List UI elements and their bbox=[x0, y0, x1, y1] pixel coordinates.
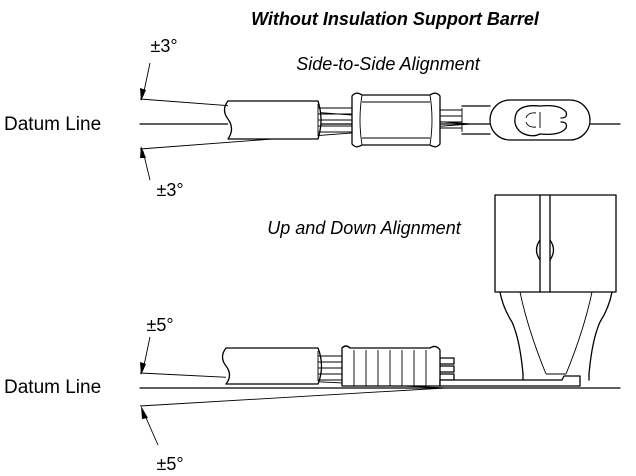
bottom-upper-tolerance-label: ±5° bbox=[146, 315, 173, 335]
top-upper-tolerance-arrow bbox=[140, 62, 151, 101]
bottom-crimp-barrel bbox=[341, 345, 441, 387]
bottom-lower-tolerance-line bbox=[139, 387, 446, 407]
bottom-datum-label: Datum Line bbox=[4, 377, 101, 398]
top-wire-strands bbox=[318, 107, 463, 133]
bottom-lower-tolerance-label: ±5° bbox=[156, 454, 183, 474]
bottom-lower-tolerance-arrow bbox=[141, 406, 159, 446]
top-view: Datum Line ±3° ±3° bbox=[4, 36, 621, 200]
top-upper-tolerance-label: ±3° bbox=[150, 36, 177, 56]
top-wire-jacket bbox=[223, 100, 322, 140]
top-lower-tolerance-arrow bbox=[140, 146, 151, 181]
bottom-wire-jacket bbox=[221, 347, 323, 385]
bottom-upper-tolerance-arrow bbox=[140, 336, 151, 375]
top-contact-body bbox=[461, 105, 491, 135]
bottom-contact-base bbox=[439, 375, 581, 387]
top-datum-label: Datum Line bbox=[4, 114, 101, 135]
top-receptacle-end bbox=[489, 99, 591, 141]
bottom-receptacle-neck bbox=[499, 291, 613, 381]
bottom-view: Datum Line ±5° ±5° bbox=[4, 194, 621, 474]
top-crimp-barrel bbox=[351, 92, 441, 148]
bottom-view-heading: Up and Down Alignment bbox=[267, 218, 461, 238]
top-view-heading: Side-to-Side Alignment bbox=[296, 54, 480, 74]
top-lower-tolerance-label: ±3° bbox=[156, 180, 183, 200]
diagram-title: Without Insulation Support Barrel bbox=[251, 9, 540, 29]
bottom-receptacle-housing bbox=[494, 194, 617, 293]
